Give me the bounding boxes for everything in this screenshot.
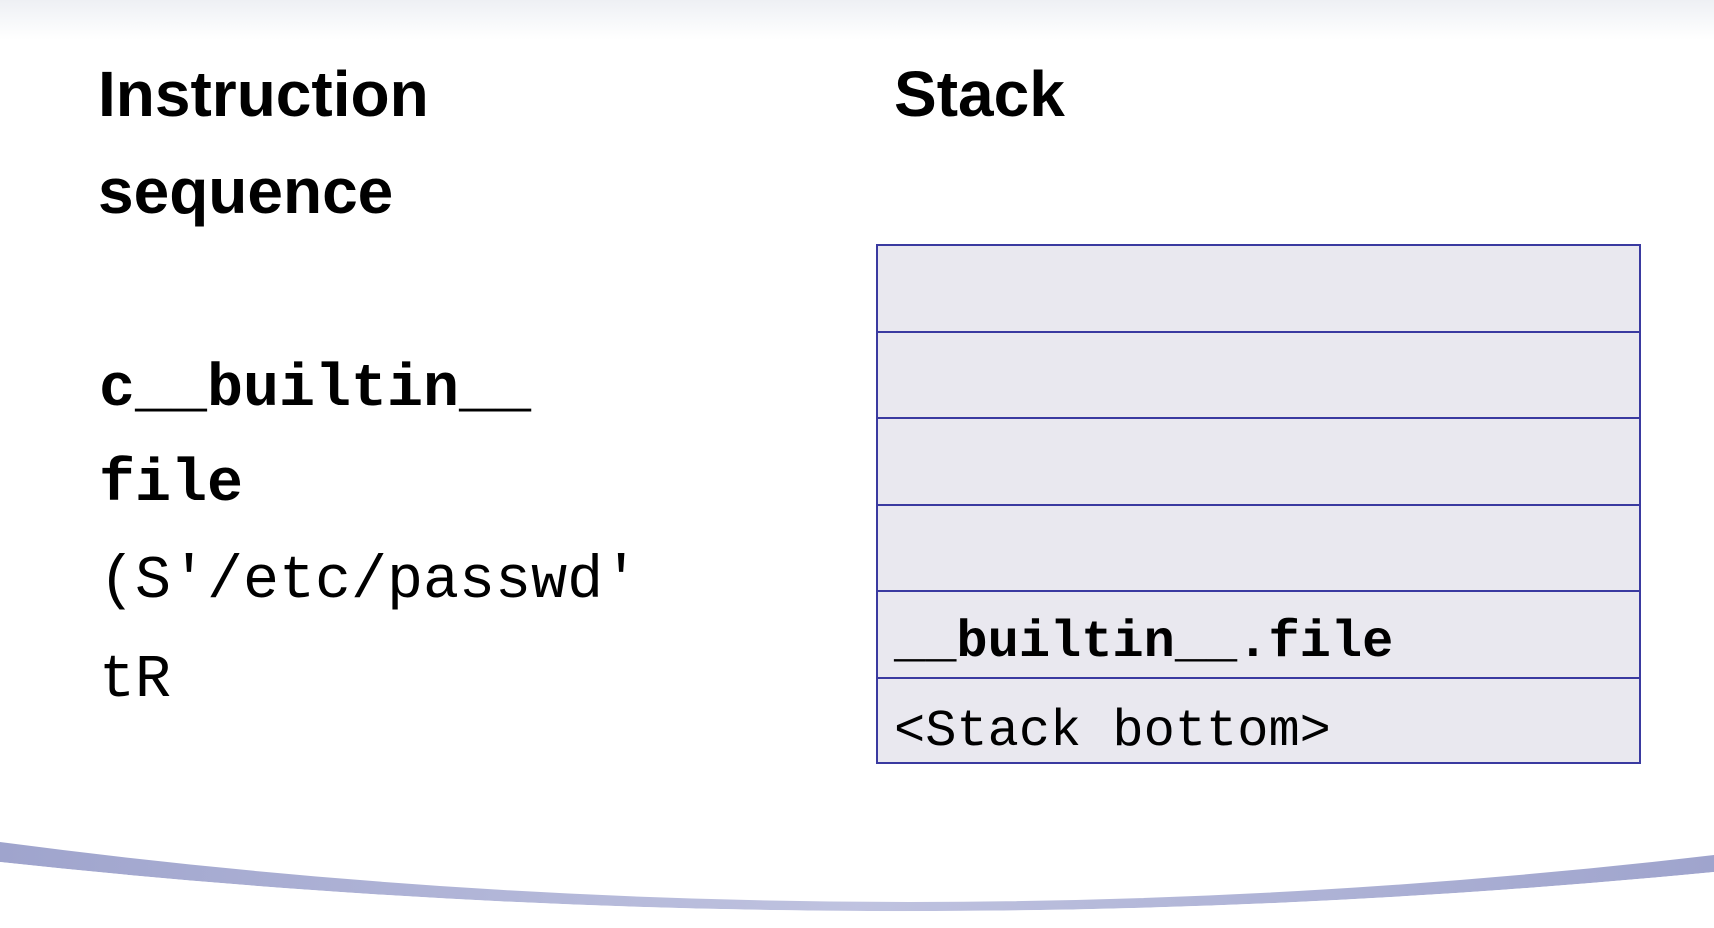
- stack-cell-empty: [878, 419, 1639, 506]
- instruction-sequence-heading: Instruction sequence: [98, 58, 429, 227]
- stack-heading: Stack: [894, 58, 1065, 130]
- stack-cell-builtin-file: __builtin__.file: [878, 592, 1639, 679]
- instruction-line: file: [99, 451, 244, 519]
- stack-cell-label: __builtin__.file: [894, 612, 1394, 672]
- instruction-line: tR: [99, 647, 172, 715]
- instruction-line: (S'/etc/passwd': [99, 548, 640, 616]
- background-top-band: [0, 0, 1714, 40]
- instruction-line: c__builtin__: [99, 356, 532, 424]
- stack-cell-bottom: <Stack bottom>: [878, 679, 1639, 766]
- stack-cell-label: <Stack bottom>: [894, 701, 1331, 761]
- stack-cell-empty: [878, 333, 1639, 420]
- stack-diagram: __builtin__.file <Stack bottom>: [876, 244, 1641, 764]
- stack-cell-empty: [878, 246, 1639, 333]
- stack-cell-empty: [878, 506, 1639, 593]
